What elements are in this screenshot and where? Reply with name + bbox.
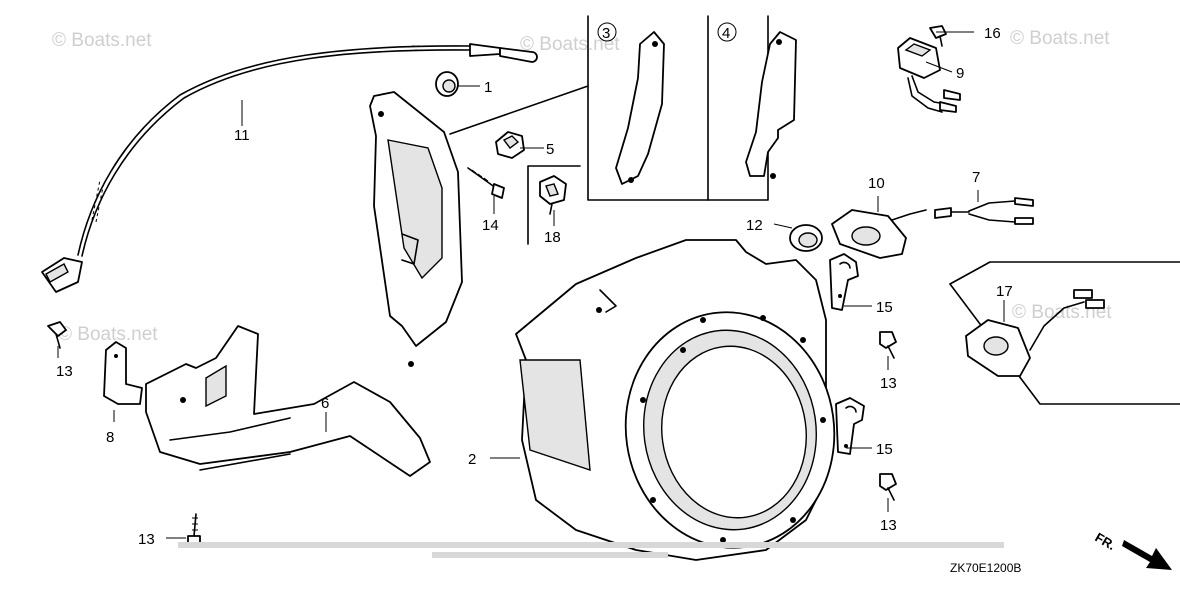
callouts: 1 2 3 4 5 6 7 8 9 10 11 12 13 13 13 13 1… <box>56 22 1013 548</box>
callout-9[interactable]: 9 <box>956 65 964 82</box>
part-12-grommet[interactable] <box>789 224 823 252</box>
callout-13[interactable]: 13 <box>880 375 897 392</box>
copyright-line-1 <box>178 542 1004 548</box>
callout-3[interactable]: 3 <box>602 25 610 42</box>
watermark-text: © Boats.net <box>58 324 158 345</box>
front-direction-indicator: FR. <box>1093 530 1172 570</box>
callout-1[interactable]: 1 <box>484 79 492 96</box>
callout-13[interactable]: 13 <box>880 517 897 534</box>
part-10-housing[interactable] <box>831 209 927 259</box>
part-13-bolt-bottom[interactable] <box>187 513 201 545</box>
watermark-text: © Boats.net <box>520 34 620 55</box>
callout-10[interactable]: 10 <box>868 175 885 192</box>
callout-14[interactable]: 14 <box>482 217 499 234</box>
part-13-bolt-right-upper[interactable] <box>879 331 897 359</box>
part-3-bracket-detail[interactable] <box>615 31 665 185</box>
callout-2[interactable]: 2 <box>468 451 476 468</box>
callout-8[interactable]: 8 <box>106 429 114 446</box>
callout-4[interactable]: 4 <box>722 25 730 42</box>
callout-5[interactable]: 5 <box>546 141 554 158</box>
watermark-text: © Boats.net <box>1010 28 1110 49</box>
callout-3-circle <box>597 22 617 42</box>
part-15-bracket-upper[interactable] <box>829 253 859 311</box>
detail-box-17 <box>949 261 1180 405</box>
part-13-bolt-right-lower[interactable] <box>879 473 897 501</box>
part-1-grommet[interactable] <box>435 71 459 97</box>
watermarks: © Boats.net © Boats.net © Boats.net © Bo… <box>52 28 1112 345</box>
callout-13[interactable]: 13 <box>56 363 73 380</box>
part-5-clip[interactable] <box>495 131 525 159</box>
part-9-switch[interactable] <box>897 37 961 113</box>
callout-13[interactable]: 13 <box>138 531 155 548</box>
part-13-bolt-left[interactable] <box>47 321 67 349</box>
part-14-bolt[interactable] <box>467 167 505 199</box>
callout-18[interactable]: 18 <box>544 229 561 246</box>
part-2-fan-cover[interactable] <box>515 239 849 561</box>
part-3-side-shroud[interactable] <box>369 91 463 367</box>
arrow-right-icon <box>1122 540 1172 570</box>
part-7-wire[interactable] <box>934 197 1034 225</box>
leader-lines <box>57 31 1005 539</box>
callout-15[interactable]: 15 <box>876 299 893 316</box>
diagram-code: ZK70E1200B <box>950 561 1021 575</box>
copyright-line-2 <box>432 552 668 558</box>
callout-7[interactable]: 7 <box>972 169 980 186</box>
part-16-bolt[interactable] <box>929 25 947 47</box>
part-17-switch[interactable] <box>965 289 1105 377</box>
part-6-guard[interactable] <box>145 325 431 477</box>
callout-16[interactable]: 16 <box>984 25 1001 42</box>
part-18-clip[interactable] <box>539 175 567 215</box>
watermark-text: © Boats.net <box>52 30 152 51</box>
callout-6[interactable]: 6 <box>321 395 329 412</box>
part-15-bracket-lower[interactable] <box>835 397 865 455</box>
copyright-notice <box>178 542 1004 558</box>
callout-11[interactable]: 11 <box>234 127 250 144</box>
part-11-cable[interactable] <box>41 43 538 293</box>
callout-15[interactable]: 15 <box>876 441 893 458</box>
part-4-bracket-detail[interactable] <box>745 31 797 179</box>
part-8-bracket[interactable] <box>103 341 143 405</box>
callout-12[interactable]: 12 <box>746 217 763 234</box>
callout-4-circle <box>717 22 737 42</box>
callout-17[interactable]: 17 <box>996 283 1013 300</box>
front-label: FR. <box>1093 530 1119 553</box>
